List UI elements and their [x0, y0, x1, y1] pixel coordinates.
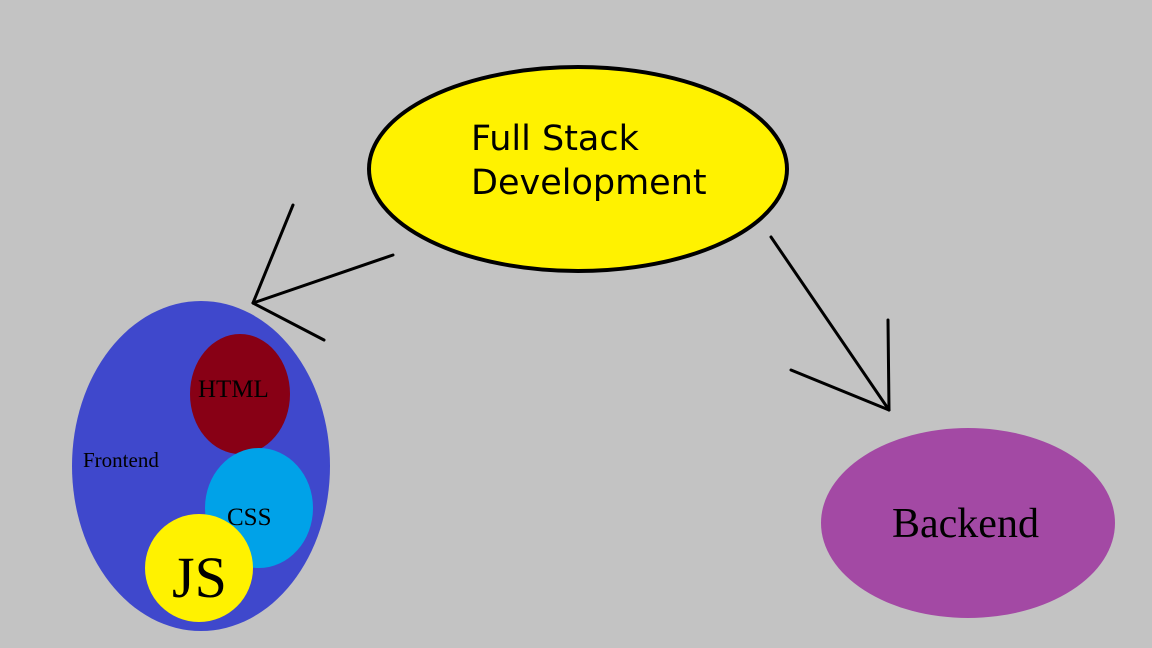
html-node: [190, 334, 290, 454]
backend-node: [821, 428, 1115, 618]
backend-label: Backend: [892, 501, 1039, 547]
arrow-to-frontend: [251, 203, 395, 342]
js-node: [145, 514, 253, 622]
arrow-to-backend: [769, 235, 891, 412]
js-label: JS: [172, 545, 227, 610]
html-label: HTML: [198, 376, 269, 403]
full-stack-label-line1: Full Stack: [471, 119, 640, 159]
css-label: CSS: [227, 504, 271, 531]
frontend-label: Frontend: [83, 448, 159, 472]
full-stack-node: [367, 65, 789, 273]
full-stack-label-line2: Development: [471, 163, 707, 203]
